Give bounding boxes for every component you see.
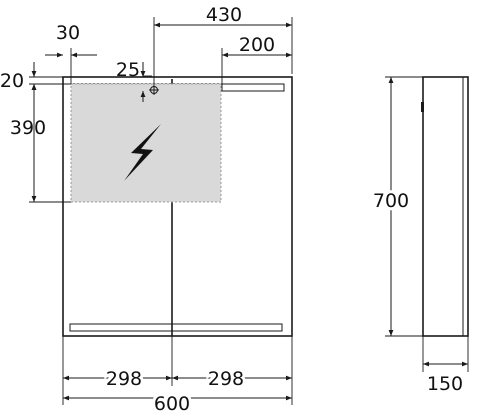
dim-label-390: 390 — [10, 117, 46, 139]
dim-label-298-right: 298 — [208, 368, 244, 390]
left-dimensions: 20 390 — [0, 62, 71, 203]
dim-label-20: 20 — [0, 70, 24, 92]
front-view — [62, 76, 293, 337]
bottom-dimensions: 298 298 600 — [62, 336, 293, 416]
side-hinge — [421, 102, 424, 112]
socket-area — [70, 83, 222, 203]
dim-label-600: 600 — [154, 393, 190, 415]
dim-label-25: 25 — [116, 59, 140, 81]
dim-label-30: 30 — [56, 22, 80, 44]
dim-label-298-left: 298 — [106, 368, 142, 390]
cabinet-outline — [62, 76, 293, 337]
dim-label-700: 700 — [373, 190, 409, 212]
dim-label-200: 200 — [239, 34, 275, 56]
dim-label-430: 430 — [206, 4, 242, 26]
lightning-bolt-icon — [124, 124, 161, 181]
light-strip-right — [221, 83, 285, 92]
side-cabinet-outline — [422, 76, 469, 337]
bottom-shelf-strip — [69, 323, 283, 332]
side-view: 700 150 — [370, 76, 469, 395]
top-dimensions: 430 200 30 25 — [45, 4, 293, 102]
dim-label-150: 150 — [427, 373, 463, 395]
